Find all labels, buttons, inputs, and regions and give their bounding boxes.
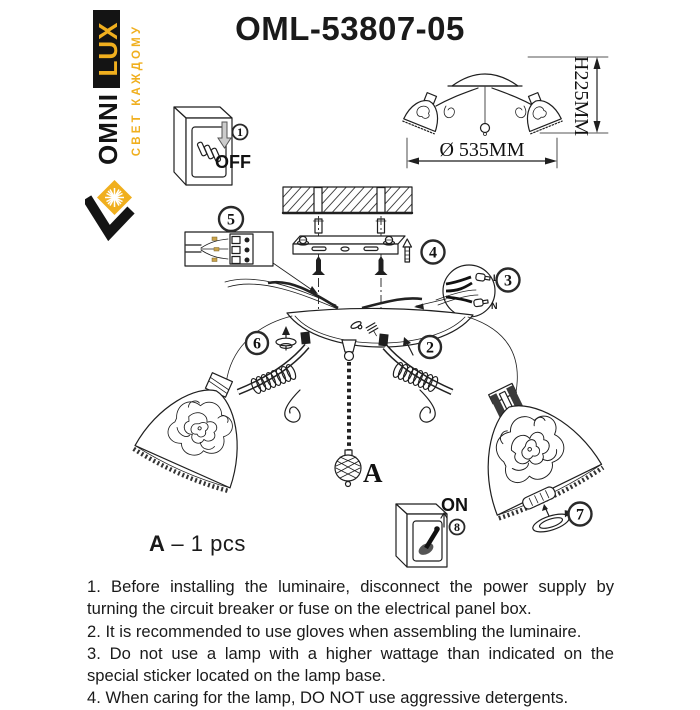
svg-text:5: 5 <box>227 212 235 229</box>
callout-8: 8 <box>448 518 466 536</box>
svg-text:8: 8 <box>454 520 460 534</box>
diameter-dimension: Ø 535MM <box>439 139 524 161</box>
luminaire-body: A <box>224 278 518 488</box>
logo-lux-text: LUX <box>93 22 123 77</box>
pendant-count: A– 1 pcs <box>149 531 246 557</box>
svg-text:2: 2 <box>426 340 434 357</box>
pendant-count-part: A <box>149 531 166 556</box>
svg-text:7: 7 <box>576 507 584 524</box>
terminal-detail-box <box>184 231 318 294</box>
arm-spring-left <box>250 364 297 394</box>
logo-omni-text: OMNI <box>93 93 123 165</box>
breaker-levers-icon <box>196 141 222 163</box>
anchor-dowels <box>313 218 387 234</box>
svg-text:4: 4 <box>429 245 437 262</box>
shade-left <box>132 372 240 494</box>
mini-shade-right <box>526 92 563 135</box>
instruction-item-1: 1. Before installing the luminaire, disc… <box>87 577 614 619</box>
shade-right <box>485 382 605 521</box>
dimension-view: Ø 535MM H225MM <box>402 56 609 169</box>
callout-2: 2 <box>417 334 443 360</box>
height-dimension: H225MM <box>570 56 592 136</box>
screw-item-4 <box>402 238 413 263</box>
mounting-screws <box>312 256 388 275</box>
connector-l-icon <box>475 272 491 282</box>
pendant-a-label: A <box>363 458 383 488</box>
connector-n-icon <box>473 298 489 308</box>
svg-text:3: 3 <box>504 273 512 290</box>
arrow-item-2 <box>403 337 414 356</box>
wire-detail-circle: L N <box>414 264 499 318</box>
switch-on: ON 8 <box>395 495 468 568</box>
pendant-count-qty: – 1 pcs <box>171 531 246 556</box>
callout-4: 4 <box>420 239 446 265</box>
on-label: ON <box>441 495 468 515</box>
instruction-item-3: 3. Do not use a lamp with a higher watta… <box>87 643 614 686</box>
wire-n-label: N <box>491 301 498 311</box>
ceiling <box>281 186 414 215</box>
callout-5: 5 <box>217 205 245 233</box>
page-title: OML-53807-05 <box>235 10 465 47</box>
breaker-off: 1 OFF <box>173 106 251 186</box>
instruction-item-4: 4. When caring for the lamp, DO NOT use … <box>87 688 569 708</box>
instructions: 1. Before installing the luminaire, disc… <box>87 576 614 710</box>
instruction-item-2: 2. It is recommended to use gloves when … <box>87 621 582 641</box>
callout-6: 6 <box>244 330 270 356</box>
mounting-bar <box>292 235 406 255</box>
callout-7: 7 <box>567 501 593 527</box>
off-label: OFF <box>215 152 251 172</box>
logo-tagline: СВЕТ КАЖДОМУ <box>131 24 143 157</box>
assembly-diagram: Ø 535MM H225MM 1 OFF <box>132 56 609 568</box>
callout-3: 3 <box>495 267 521 293</box>
nut-item-6 <box>275 326 297 351</box>
toggle-lever-icon <box>418 526 440 555</box>
logo-lux-block <box>93 10 120 88</box>
starburst-diamond-icon <box>85 180 135 242</box>
socket-ring-parts <box>522 486 573 533</box>
svg-text:6: 6 <box>253 336 261 353</box>
callout-1: 1 <box>231 123 249 141</box>
svg-text:1: 1 <box>237 125 243 139</box>
arrow-down-icon <box>217 121 232 149</box>
mini-shade-left <box>402 92 439 135</box>
brand-logo: LUX OMNI СВЕТ КАЖДОМУ <box>85 10 143 242</box>
arm-spring-right <box>392 362 439 392</box>
